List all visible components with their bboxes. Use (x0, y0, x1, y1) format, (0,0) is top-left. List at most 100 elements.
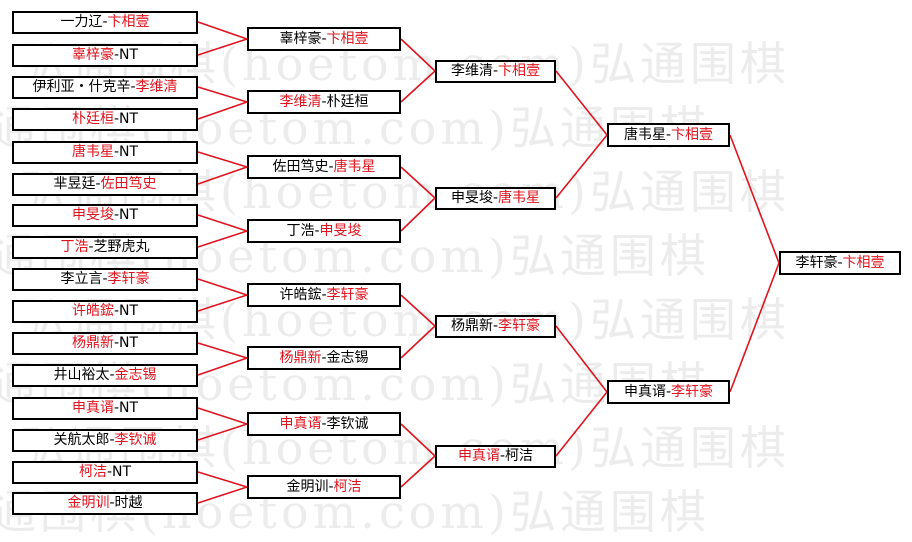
match-player: 井山裕太- (53, 367, 115, 383)
bracket-box-round-1: 柯洁-NT (12, 460, 198, 484)
match-player-highlighted: 金明训 (67, 495, 110, 511)
match-player: 金明训- (286, 479, 334, 495)
bracket-box-round-2: 李维清-朴廷桓 (247, 90, 401, 114)
bracket-connector (197, 471, 248, 488)
bracket-box-round-1: 一力辽-卞相壹 (12, 10, 198, 34)
match-player: 许皓鋐- (279, 287, 327, 303)
match-player: 申真谞- (623, 384, 672, 400)
bracket-box-round-2: 辜梓豪-卞相壹 (247, 27, 401, 51)
bracket-connector (197, 38, 248, 56)
bracket-connector (400, 197, 436, 232)
bracket-connector-lines (197, 21, 780, 504)
match-player-highlighted: 申旻埈 (319, 223, 362, 239)
bracket-connector (197, 230, 248, 248)
match-player-highlighted: 杨鼎新 (71, 335, 114, 351)
bracket-connector (400, 166, 436, 199)
bracket-box-round-1: 申旻埈-NT (12, 203, 198, 227)
bracket-connector (729, 262, 780, 393)
match-player: 李维清- (450, 63, 499, 79)
match-player: 唐韦星- (623, 127, 672, 143)
bracket-connector (197, 86, 248, 103)
bracket-box-round-4: 唐韦星-卞相壹 (607, 123, 730, 147)
match-player: 丁浩- (286, 223, 320, 239)
bracket-connector (555, 70, 608, 136)
match-player-highlighted: 卞相壹 (498, 63, 541, 79)
bracket-box-round-1: 井山裕太-金志锡 (12, 363, 198, 387)
match-player-highlighted: 申真谞 (279, 416, 322, 432)
match-player-highlighted: 许皓鋐 (71, 303, 114, 319)
match-player: 伊利亚・什克辛- (32, 79, 136, 95)
match-player: -柯洁 (499, 448, 534, 464)
match-player: -NT (106, 464, 132, 480)
bracket-box-round-1: 金明训-时越 (12, 491, 198, 515)
match-player-highlighted: 唐韦星 (498, 190, 541, 206)
match-player-highlighted: 李维清 (279, 94, 322, 110)
match-player-highlighted: 柯洁 (78, 464, 107, 480)
match-player-highlighted: 金志锡 (114, 367, 157, 383)
match-player: -李钦诚 (321, 416, 369, 432)
bracket-connector (197, 423, 248, 441)
match-player-highlighted: 李轩豪 (326, 287, 369, 303)
bracket-box-round-1: 杨鼎新-NT (12, 331, 198, 355)
match-player: 李轩豪- (795, 255, 843, 271)
bracket-box-round-2: 许皓鋐-李轩豪 (247, 283, 401, 307)
bracket-connector (197, 407, 248, 425)
match-player-highlighted: 李轩豪 (498, 318, 541, 334)
match-player-highlighted: 佐田笃史 (100, 176, 157, 192)
bracket-box-round-2: 丁浩-申旻埈 (247, 219, 401, 243)
match-player-highlighted: 朴廷桓 (71, 111, 114, 127)
match-player-highlighted: 申旻埈 (71, 207, 114, 223)
bracket-connector (197, 486, 248, 504)
match-player-highlighted: 卞相壹 (326, 31, 369, 47)
bracket-box-round-5: 李轩豪-卞相壹 (779, 251, 901, 275)
match-player: 辜梓豪- (279, 31, 327, 47)
match-player-highlighted: 卞相壹 (842, 255, 885, 271)
match-player: 芈昱廷- (53, 176, 101, 192)
bracket-connector (197, 101, 248, 120)
match-player: -芝野虎丸 (88, 239, 150, 255)
match-player-highlighted: 唐韦星 (333, 159, 376, 175)
bracket-box-round-3: 杨鼎新-李轩豪 (435, 314, 556, 338)
bracket-connector (400, 423, 436, 457)
bracket-box-round-1: 唐韦星-NT (12, 140, 198, 164)
bracket-box-round-1: 许皓鋐-NT (12, 299, 198, 323)
match-player-highlighted: 辜梓豪 (71, 47, 114, 63)
bracket-connector (197, 357, 248, 376)
match-player: -NT (113, 335, 139, 351)
match-player: 李立言- (60, 271, 108, 287)
bracket-connector (555, 325, 608, 393)
match-player-highlighted: 李轩豪 (671, 384, 714, 400)
match-player-highlighted: 杨鼎新 (279, 350, 322, 366)
match-player: -NT (113, 400, 139, 416)
bracket-connector (400, 455, 436, 488)
match-player: 杨鼎新- (450, 318, 499, 334)
match-player-highlighted: 申真谞 (71, 400, 114, 416)
bracket-connector (729, 134, 780, 264)
match-player: -NT (113, 111, 139, 127)
bracket-box-round-1: 芈昱廷-佐田笃史 (12, 172, 198, 196)
match-player: -朴廷桓 (321, 94, 369, 110)
match-player-highlighted: 卞相壹 (671, 127, 714, 143)
match-player-highlighted: 丁浩 (60, 239, 89, 255)
bracket-connector (555, 134, 608, 199)
match-player: -NT (113, 47, 139, 63)
bracket-box-round-1: 伊利亚・什克辛-李维清 (12, 75, 198, 99)
bracket-box-round-2: 佐田笃史-唐韦星 (247, 155, 401, 179)
bracket-connector (400, 325, 436, 359)
bracket-box-round-4: 申真谞-李轩豪 (607, 380, 730, 404)
match-player-highlighted: 唐韦星 (71, 144, 114, 160)
match-player-highlighted: 卞相壹 (107, 14, 150, 30)
bracket-box-round-2: 申真谞-李钦诚 (247, 412, 401, 436)
bracket-box-round-1: 朴廷桓-NT (12, 107, 198, 131)
bracket-connector (197, 294, 248, 312)
bracket-box-round-2: 杨鼎新-金志锡 (247, 346, 401, 370)
bracket-box-round-1: 辜梓豪-NT (12, 43, 198, 67)
match-player: 佐田笃史- (272, 159, 334, 175)
bracket-box-round-3: 申旻埈-唐韦星 (435, 186, 556, 210)
bracket-connector (197, 214, 248, 232)
match-player-highlighted: 申真谞 (457, 448, 500, 464)
bracket-box-round-3: 李维清-卞相壹 (435, 59, 556, 83)
match-player: 一力辽- (60, 14, 108, 30)
match-player: -NT (113, 207, 139, 223)
bracket-connector (197, 166, 248, 185)
